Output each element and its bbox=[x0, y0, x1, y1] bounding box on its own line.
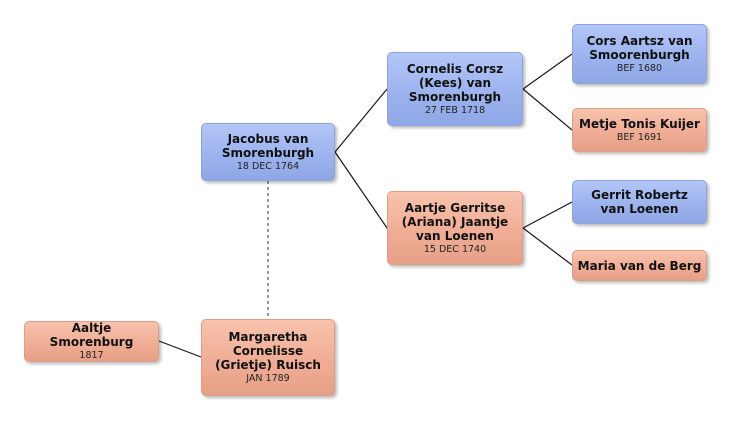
person-date: 15 DEC 1740 bbox=[423, 243, 487, 255]
person-card-aartje[interactable]: Aartje Gerritse (Ariana) Jaantje van Loe… bbox=[387, 191, 523, 265]
connector-margaretha-aaltje bbox=[158, 340, 202, 358]
connector-cornelis-metje bbox=[522, 88, 573, 131]
person-date: 27 FEB 1718 bbox=[424, 104, 486, 116]
person-name: Gerrit Robertz van Loenen bbox=[591, 188, 688, 216]
person-name: Metje Tonis Kuijer bbox=[579, 116, 700, 131]
person-name: Margaretha Cornelisse (Grietje) Ruisch bbox=[215, 330, 321, 372]
person-date: JAN 1789 bbox=[246, 373, 290, 384]
person-card-margaretha[interactable]: Margaretha Cornelisse (Grietje) Ruisch J… bbox=[201, 319, 335, 396]
person-date: BEF 1691 bbox=[616, 131, 663, 143]
person-name: Aaltje Smorenburg bbox=[49, 321, 134, 349]
person-name: Aartje Gerritse (Ariana) Jaantje van Loe… bbox=[401, 200, 509, 243]
person-card-jacobus[interactable]: Jacobus van Smorenburgh 18 DEC 1764 bbox=[201, 123, 335, 181]
connector-jacobus-aartje bbox=[334, 151, 388, 229]
person-card-gerrit[interactable]: Gerrit Robertz van Loenen bbox=[572, 180, 707, 224]
person-date: 18 DEC 1764 bbox=[236, 160, 300, 172]
person-name: Cornelis Corsz (Kees) van Smorenburgh bbox=[406, 61, 504, 104]
person-date: BEF 1680 bbox=[616, 62, 663, 74]
connector-aartje-maria bbox=[522, 227, 573, 266]
person-card-metje[interactable]: Metje Tonis Kuijer BEF 1691 bbox=[572, 108, 707, 152]
person-card-cornelis[interactable]: Cornelis Corsz (Kees) van Smorenburgh 27… bbox=[387, 52, 523, 126]
person-name: Jacobus van Smorenburgh bbox=[221, 131, 315, 160]
person-card-maria[interactable]: Maria van de Berg bbox=[572, 250, 707, 281]
person-card-cors[interactable]: Cors Aartsz van Smoorenburgh BEF 1680 bbox=[572, 24, 707, 84]
person-name: Maria van de Berg bbox=[577, 258, 702, 273]
connector-cornelis-cors bbox=[522, 53, 573, 90]
person-name: Cors Aartsz van Smoorenburgh bbox=[586, 33, 693, 62]
person-card-aaltje[interactable]: Aaltje Smorenburg 1817 bbox=[24, 321, 159, 362]
person-date: 1817 bbox=[79, 350, 104, 361]
connector-jacobus-cornelis bbox=[334, 88, 388, 153]
connector-aartje-gerrit bbox=[522, 201, 573, 229]
